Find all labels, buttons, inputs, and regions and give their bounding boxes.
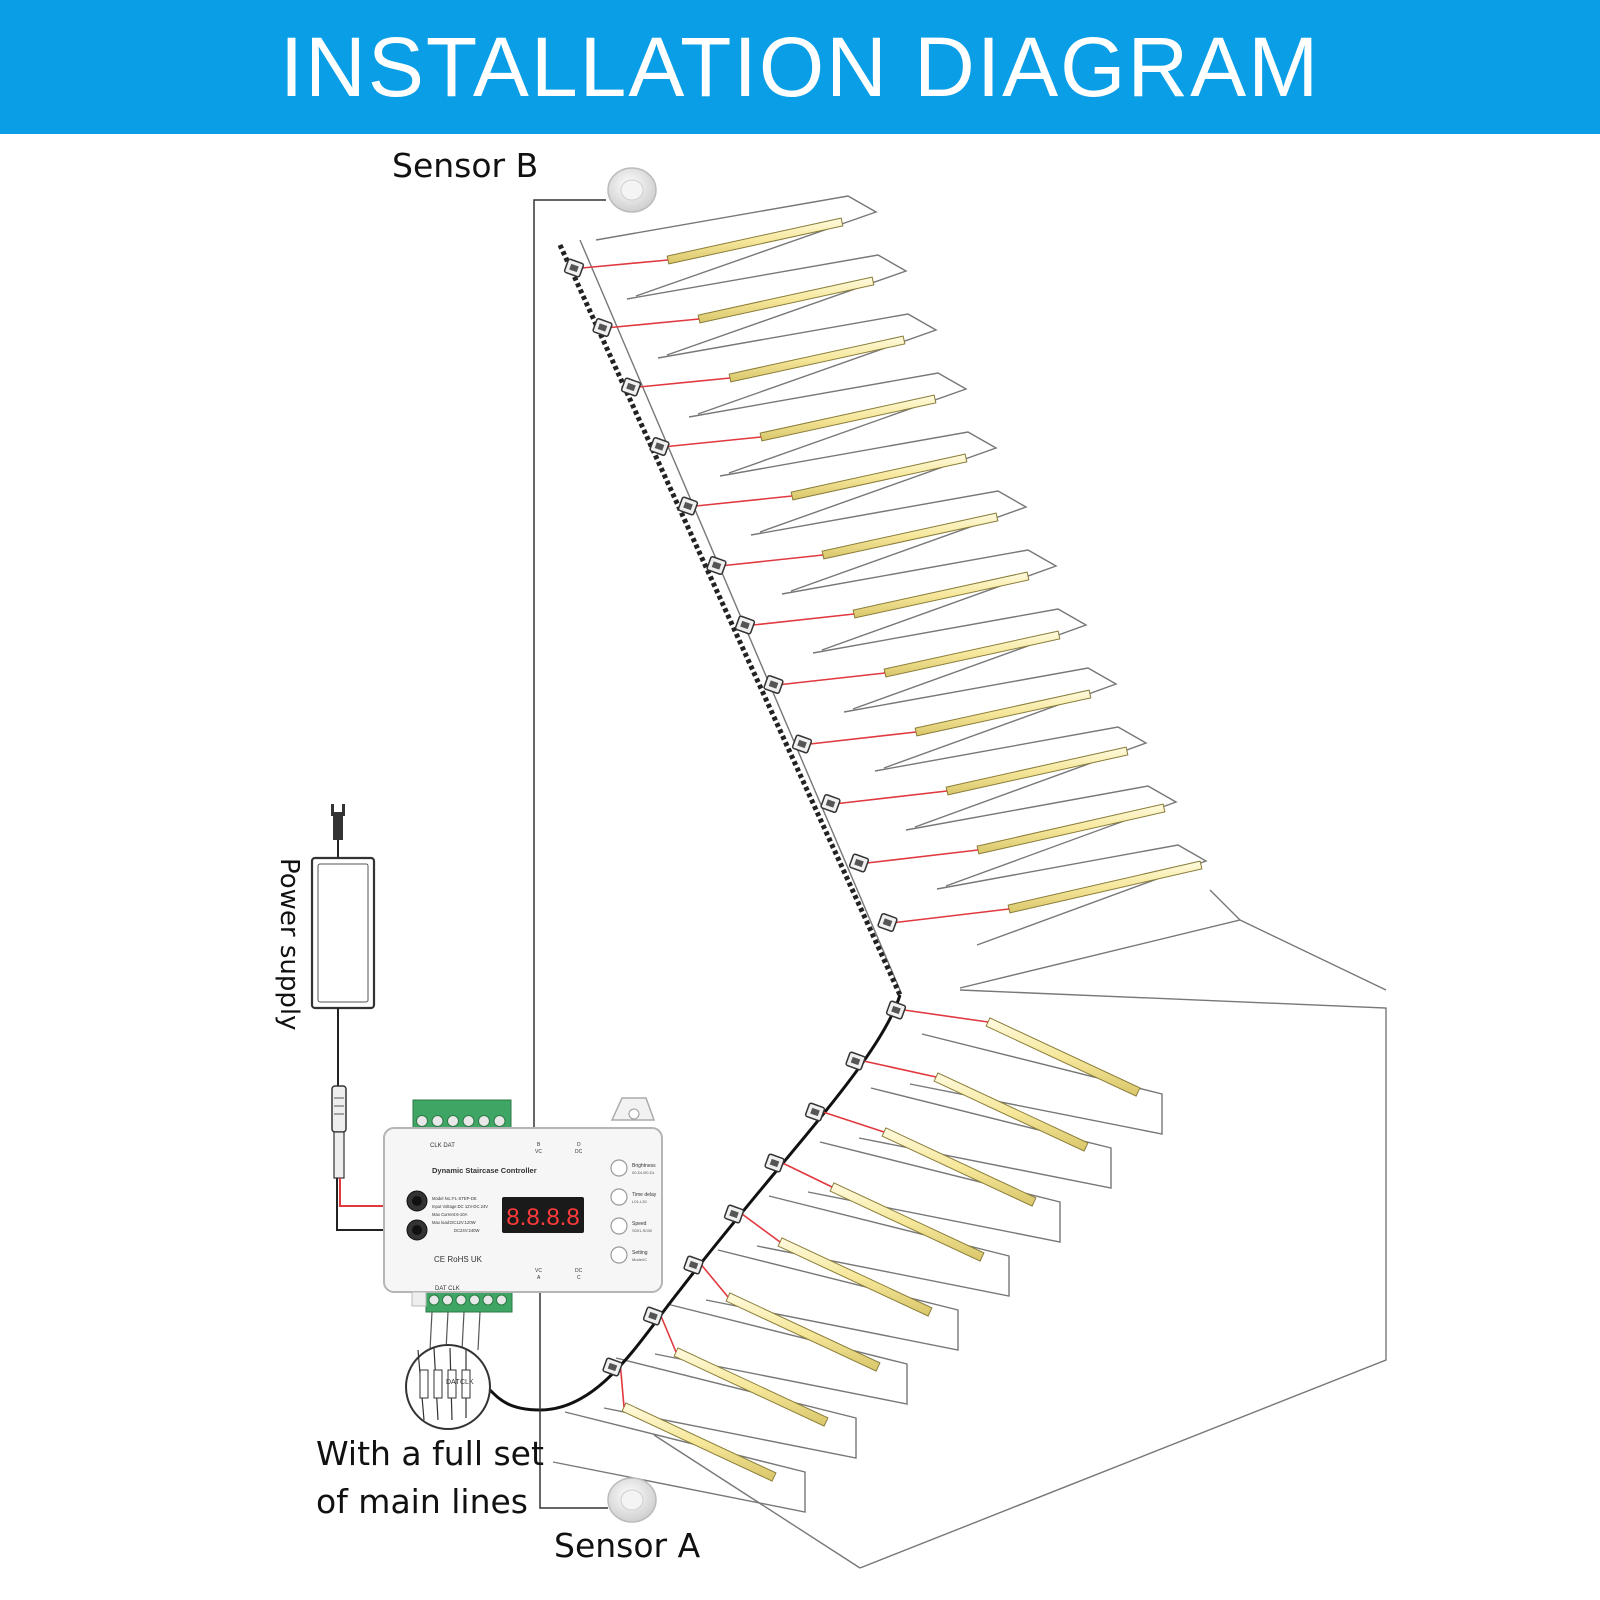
main-cable [488,243,903,1412]
controller-port-b-vc: VC [535,1149,542,1155]
power-supply [310,804,388,1231]
power-supply-label-text: Power supply [274,858,304,1031]
controller-port-b: B [537,1142,541,1148]
controller-port-a: A [537,1275,541,1281]
controller-port-dc: DC [575,1268,583,1274]
controller-top-terminal: CLK DAT [430,1143,455,1149]
sensor-b-label: Sensor B [392,146,539,185]
connector-lower-2 [845,1051,866,1071]
connector-upper-10 [820,793,841,814]
wire-label-dat: DAT [446,1379,460,1386]
wire-label-clk: CLK [460,1379,474,1386]
controller-button-sublabel: S001-S030 [632,1228,653,1233]
controller-input: Input Voltage:DC 12V-DC 24V [432,1204,488,1209]
controller-port-vc: VC [535,1268,542,1274]
led-strip-lower-6 [725,1292,881,1372]
connector-upper-5 [677,496,699,516]
sensor-a [539,1275,657,1523]
controller-model: Model No.:FL-STEP-DE [432,1196,477,1201]
led-strip-upper-3 [728,335,906,383]
staircase-controller: Dynamic Staircase Controller CLK DAT DAT… [383,1097,663,1313]
title-banner: INSTALLATION DIAGRAM [0,0,1600,134]
cable-connectors [563,258,907,1377]
controller-current: Max Current:6-10A [432,1212,468,1217]
terminal-screws [416,1115,507,1306]
controller-port-d-dc: DC [575,1149,583,1155]
controller-bottom-terminal: DAT CLK [435,1286,460,1292]
connector-lower-6 [683,1255,704,1275]
connector-upper-2 [592,317,613,338]
connector-lower-7 [642,1306,664,1326]
led-strip-lower-5 [777,1237,933,1317]
connector-lower-4 [764,1153,785,1173]
led-strip-lower-3 [881,1127,1037,1207]
controller-button-sublabel: L01-L30 [632,1199,647,1204]
connector-upper-8 [763,674,784,695]
led-strip-lower-2 [933,1072,1089,1152]
led-strip-upper-2 [697,276,875,324]
controller-title: Dynamic Staircase Controller [432,1166,537,1175]
controller-load: Max load:DC12V:120W [432,1220,476,1225]
controller-button-sublabel: 00-DL/00-DL [632,1170,656,1175]
connector-lower-5 [723,1204,745,1224]
connector-upper-1 [563,258,585,278]
connector-upper-9 [791,734,813,754]
main-lines-label-line-1: With a full set [316,1434,544,1473]
led-strip-upper-1 [666,217,844,265]
led-strip-upper-11 [976,803,1166,855]
led-strips [581,217,1203,1482]
main-lines-connector: DAT CLK [405,1311,491,1430]
page-title: INSTALLATION DIAGRAM [279,19,1321,114]
staircase-outline [552,195,1387,1513]
led-strip-upper-10 [945,746,1129,796]
connector-upper-4 [649,436,670,457]
led-strip-upper-9 [914,689,1092,737]
connector-upper-6 [706,555,727,576]
connector-upper-7 [734,615,756,635]
connector-lower-1 [885,1000,907,1020]
controller-cert-marks: CE RoHS UK [434,1255,483,1264]
controller-button-label: Brightness [632,1163,656,1169]
led-strip-upper-12 [1007,860,1203,914]
controller-button-sublabel: Mode/IC [632,1257,647,1262]
controller-port-d: D [577,1142,581,1148]
connector-upper-12 [877,912,898,933]
led-strip-lower-8 [621,1402,777,1482]
main-lines-label-line-2: of main lines [316,1482,528,1521]
controller-port-c: C [577,1275,581,1281]
controller-display: 8.8.8.8 [506,1204,579,1231]
connector-upper-11 [848,853,870,873]
controller-load-2: DC24V:240W [454,1228,479,1233]
connector-lower-3 [804,1102,826,1122]
led-strip-upper-4 [759,394,937,442]
led-strip-upper-6 [821,512,999,560]
staircase-side [579,239,1387,1569]
led-strip-lower-7 [673,1347,829,1427]
led-strip-lower-1 [985,1017,1141,1097]
led-strip-upper-8 [883,630,1061,678]
sensor-a-label: Sensor A [554,1526,701,1565]
led-strip-upper-7 [852,571,1030,619]
controller-button-label: Time delay [632,1192,657,1198]
led-strip-lower-4 [829,1182,985,1262]
controller-button-label: Speed [632,1221,647,1227]
sensor-b [533,167,657,1130]
connector-lower-8 [602,1357,623,1377]
controller-button-label: Setting [632,1250,648,1256]
power-supply-label: Power supply [268,858,304,1038]
led-strip-upper-5 [790,453,968,501]
connector-upper-3 [620,377,642,397]
main-lines-label: With a full set of main lines [316,1430,544,1526]
